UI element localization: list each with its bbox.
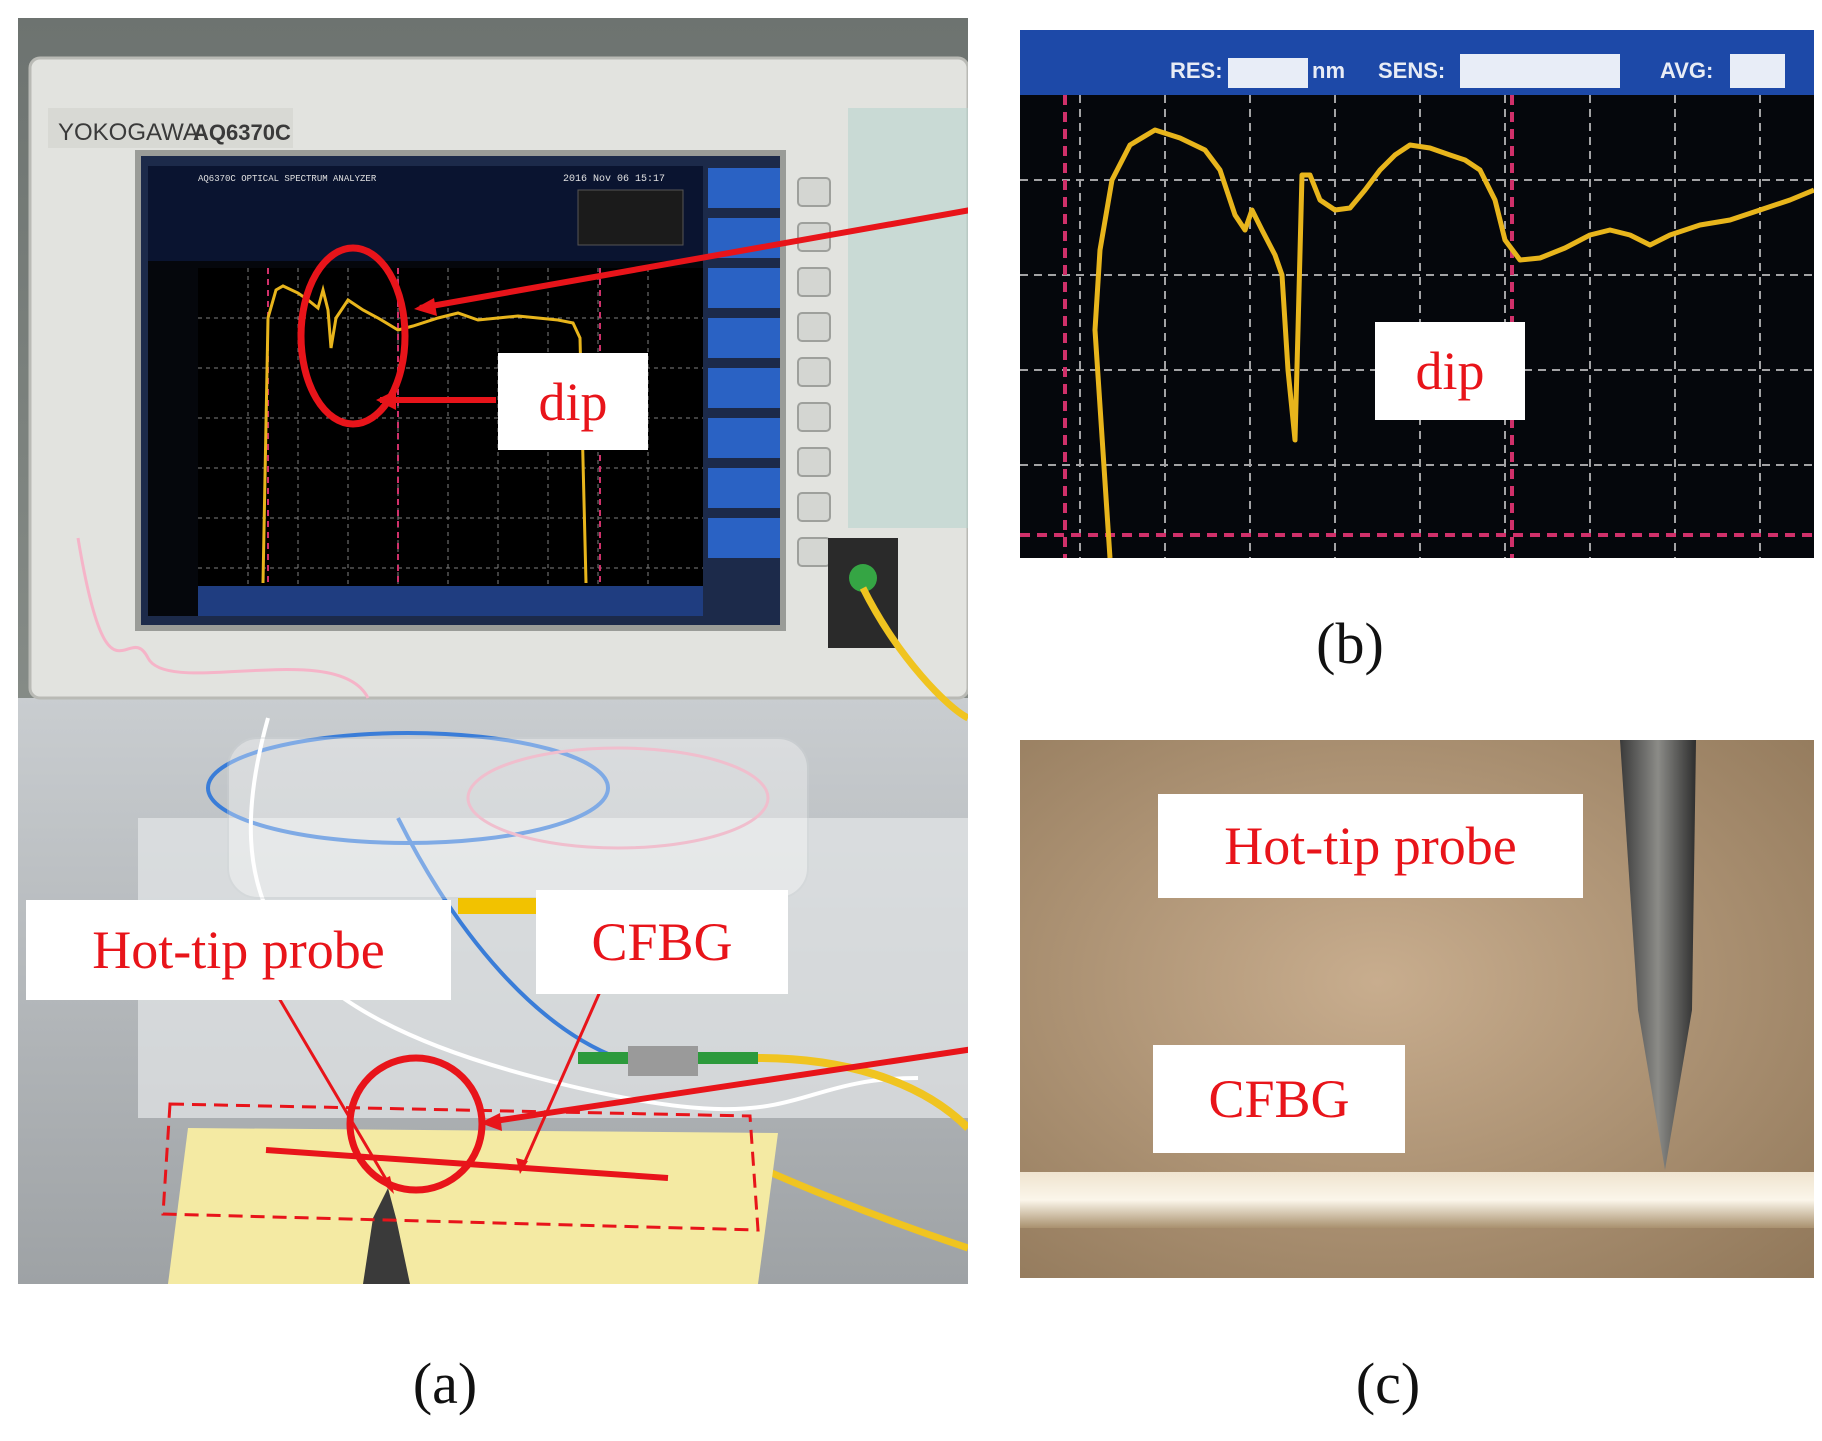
hot-tip-probe-needle: [1620, 740, 1696, 1170]
res-unit: nm: [1312, 58, 1345, 83]
avg-label: AVG:: [1660, 58, 1713, 83]
callout-hot-tip-probe-c: Hot-tip probe: [1158, 794, 1583, 898]
yellow-substrate: [168, 1128, 778, 1284]
panel-b-zoomed-spectrum: RES: nm SENS: AVG: dip: [1020, 30, 1814, 558]
analyzer-brand: YOKOGAWA: [58, 119, 199, 146]
panel-a-setup-photo: YOKOGAWA AQ6370C AQ6370C OPTICAL SPECTRU…: [18, 18, 968, 1284]
caption-a: (a): [412, 1351, 478, 1416]
caption-b: (b): [1316, 611, 1384, 676]
callout-dip-b: dip: [1375, 322, 1525, 420]
zoomed-trace: [1092, 127, 1814, 558]
callout-dip-a: dip: [498, 353, 648, 450]
screen-datetime: 2016 Nov 06 15:17: [563, 174, 665, 185]
analyzer-model: AQ6370C: [193, 120, 291, 145]
sens-label: SENS:: [1378, 58, 1445, 83]
zoomed-spectrum-plot: RES: nm SENS: AVG:: [1020, 30, 1814, 558]
res-label: RES:: [1170, 58, 1223, 83]
screen-title: AQ6370C OPTICAL SPECTRUM ANALYZER: [198, 174, 377, 184]
callout-hot-tip-probe-a: Hot-tip probe: [26, 900, 451, 1000]
panel-c-closeup-photo: Hot-tip probe CFBG: [1020, 740, 1814, 1278]
cfbg-fiber: [1020, 1172, 1814, 1228]
callout-cfbg-c: CFBG: [1153, 1045, 1405, 1153]
caption-c: (c): [1355, 1351, 1421, 1416]
callout-cfbg-a: CFBG: [536, 890, 788, 994]
setup-photo-illustration: YOKOGAWA AQ6370C AQ6370C OPTICAL SPECTRU…: [18, 18, 968, 1284]
